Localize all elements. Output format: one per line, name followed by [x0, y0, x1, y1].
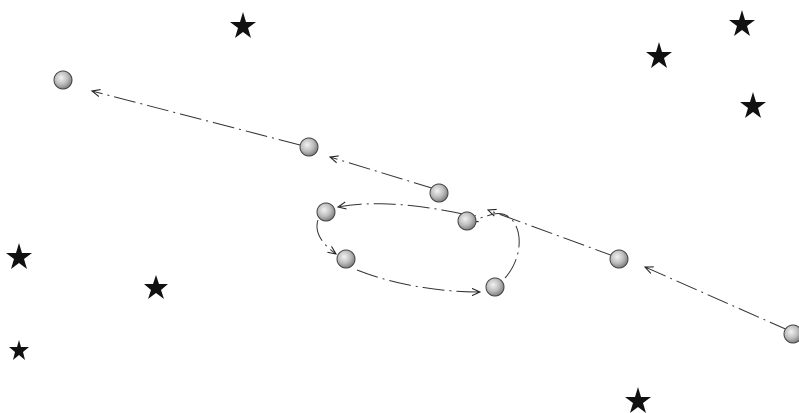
star-icon [9, 340, 29, 360]
path-segment [338, 204, 463, 214]
planet-icon [317, 203, 335, 221]
star-icon [230, 12, 256, 38]
path-segment [470, 214, 519, 278]
stars-group [6, 10, 766, 413]
planets-group [54, 71, 799, 343]
planet-icon [610, 250, 628, 268]
path-segment [645, 267, 790, 331]
star-icon [6, 243, 32, 269]
path-segment [330, 157, 435, 189]
star-icon [625, 387, 651, 413]
planet-icon [337, 250, 355, 268]
planet-icon [458, 212, 476, 230]
path-segment [92, 91, 300, 145]
path-segment [317, 220, 336, 254]
star-icon [729, 10, 755, 36]
planet-icon [54, 71, 72, 89]
planet-icon [784, 325, 799, 343]
planet-icon [430, 184, 448, 202]
planet-icon [300, 138, 318, 156]
star-icon [646, 42, 672, 68]
planet-icon [486, 278, 504, 296]
path-segment [488, 210, 616, 257]
star-icon [740, 92, 766, 118]
apparent-path [92, 91, 790, 331]
star-icon [144, 275, 168, 299]
path-segment [357, 270, 480, 292]
